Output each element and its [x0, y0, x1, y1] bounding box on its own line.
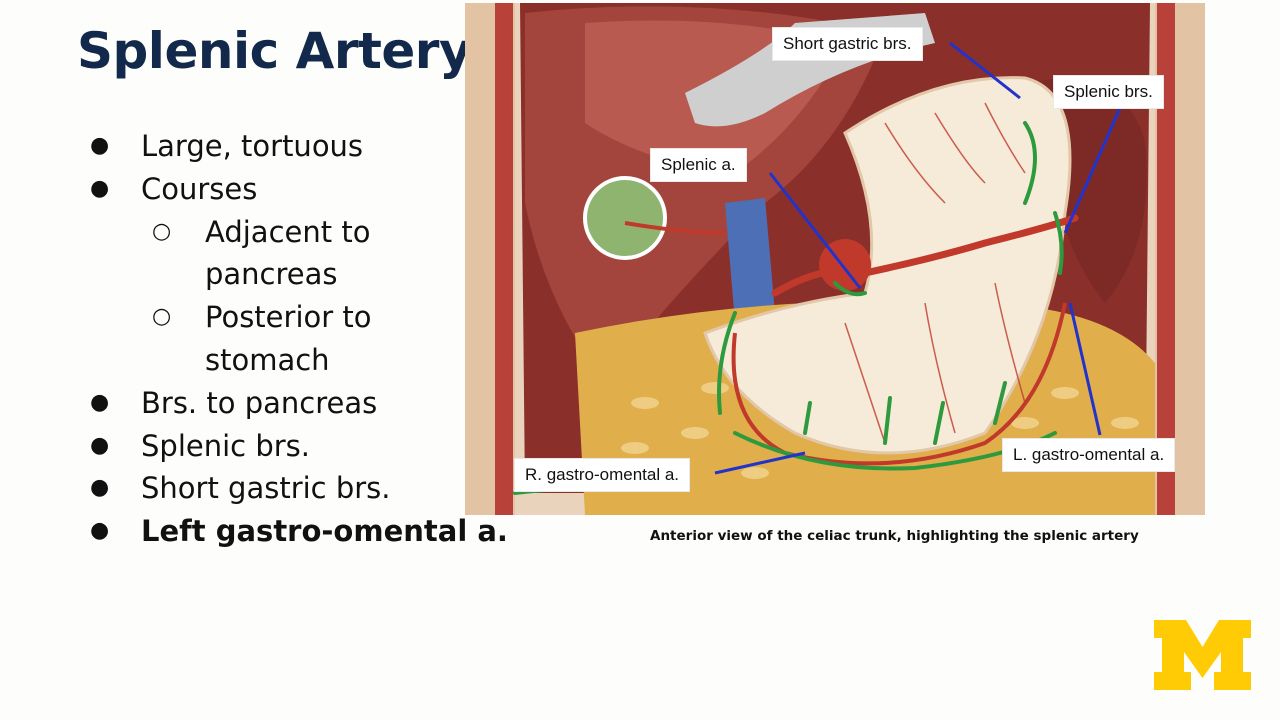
label-splenic-artery: Splenic a.	[651, 149, 746, 181]
sub-bullet-item: Adjacent to pancreas	[90, 211, 405, 297]
bullet-list: Large, tortuous Courses Adjacent to panc…	[90, 125, 508, 553]
label-left-gastro-omental: L. gastro-omental a.	[1003, 439, 1175, 471]
label-splenic-branches: Splenic brs.	[1054, 76, 1163, 108]
slide-title: Splenic Artery	[77, 22, 472, 80]
anatomy-illustration: Short gastric brs. Splenic brs. Splenic …	[465, 3, 1205, 515]
label-short-gastric: Short gastric brs.	[773, 28, 922, 60]
bullet-item: Splenic brs.	[90, 425, 480, 468]
label-right-gastro-omental: R. gastro-omental a.	[515, 459, 690, 491]
sub-bullet-item: Posterior to stomach	[90, 296, 405, 382]
bullet-item: Short gastric brs.	[90, 467, 480, 510]
bullet-item: Courses	[90, 168, 480, 211]
bullet-item: Large, tortuous	[90, 125, 480, 168]
bullet-item-highlighted: Left gastro-omental a.	[90, 510, 508, 553]
university-block-m-logo	[1154, 620, 1251, 690]
figure-caption: Anterior view of the celiac trunk, highl…	[650, 528, 1139, 544]
bullet-item: Brs. to pancreas	[90, 382, 480, 425]
